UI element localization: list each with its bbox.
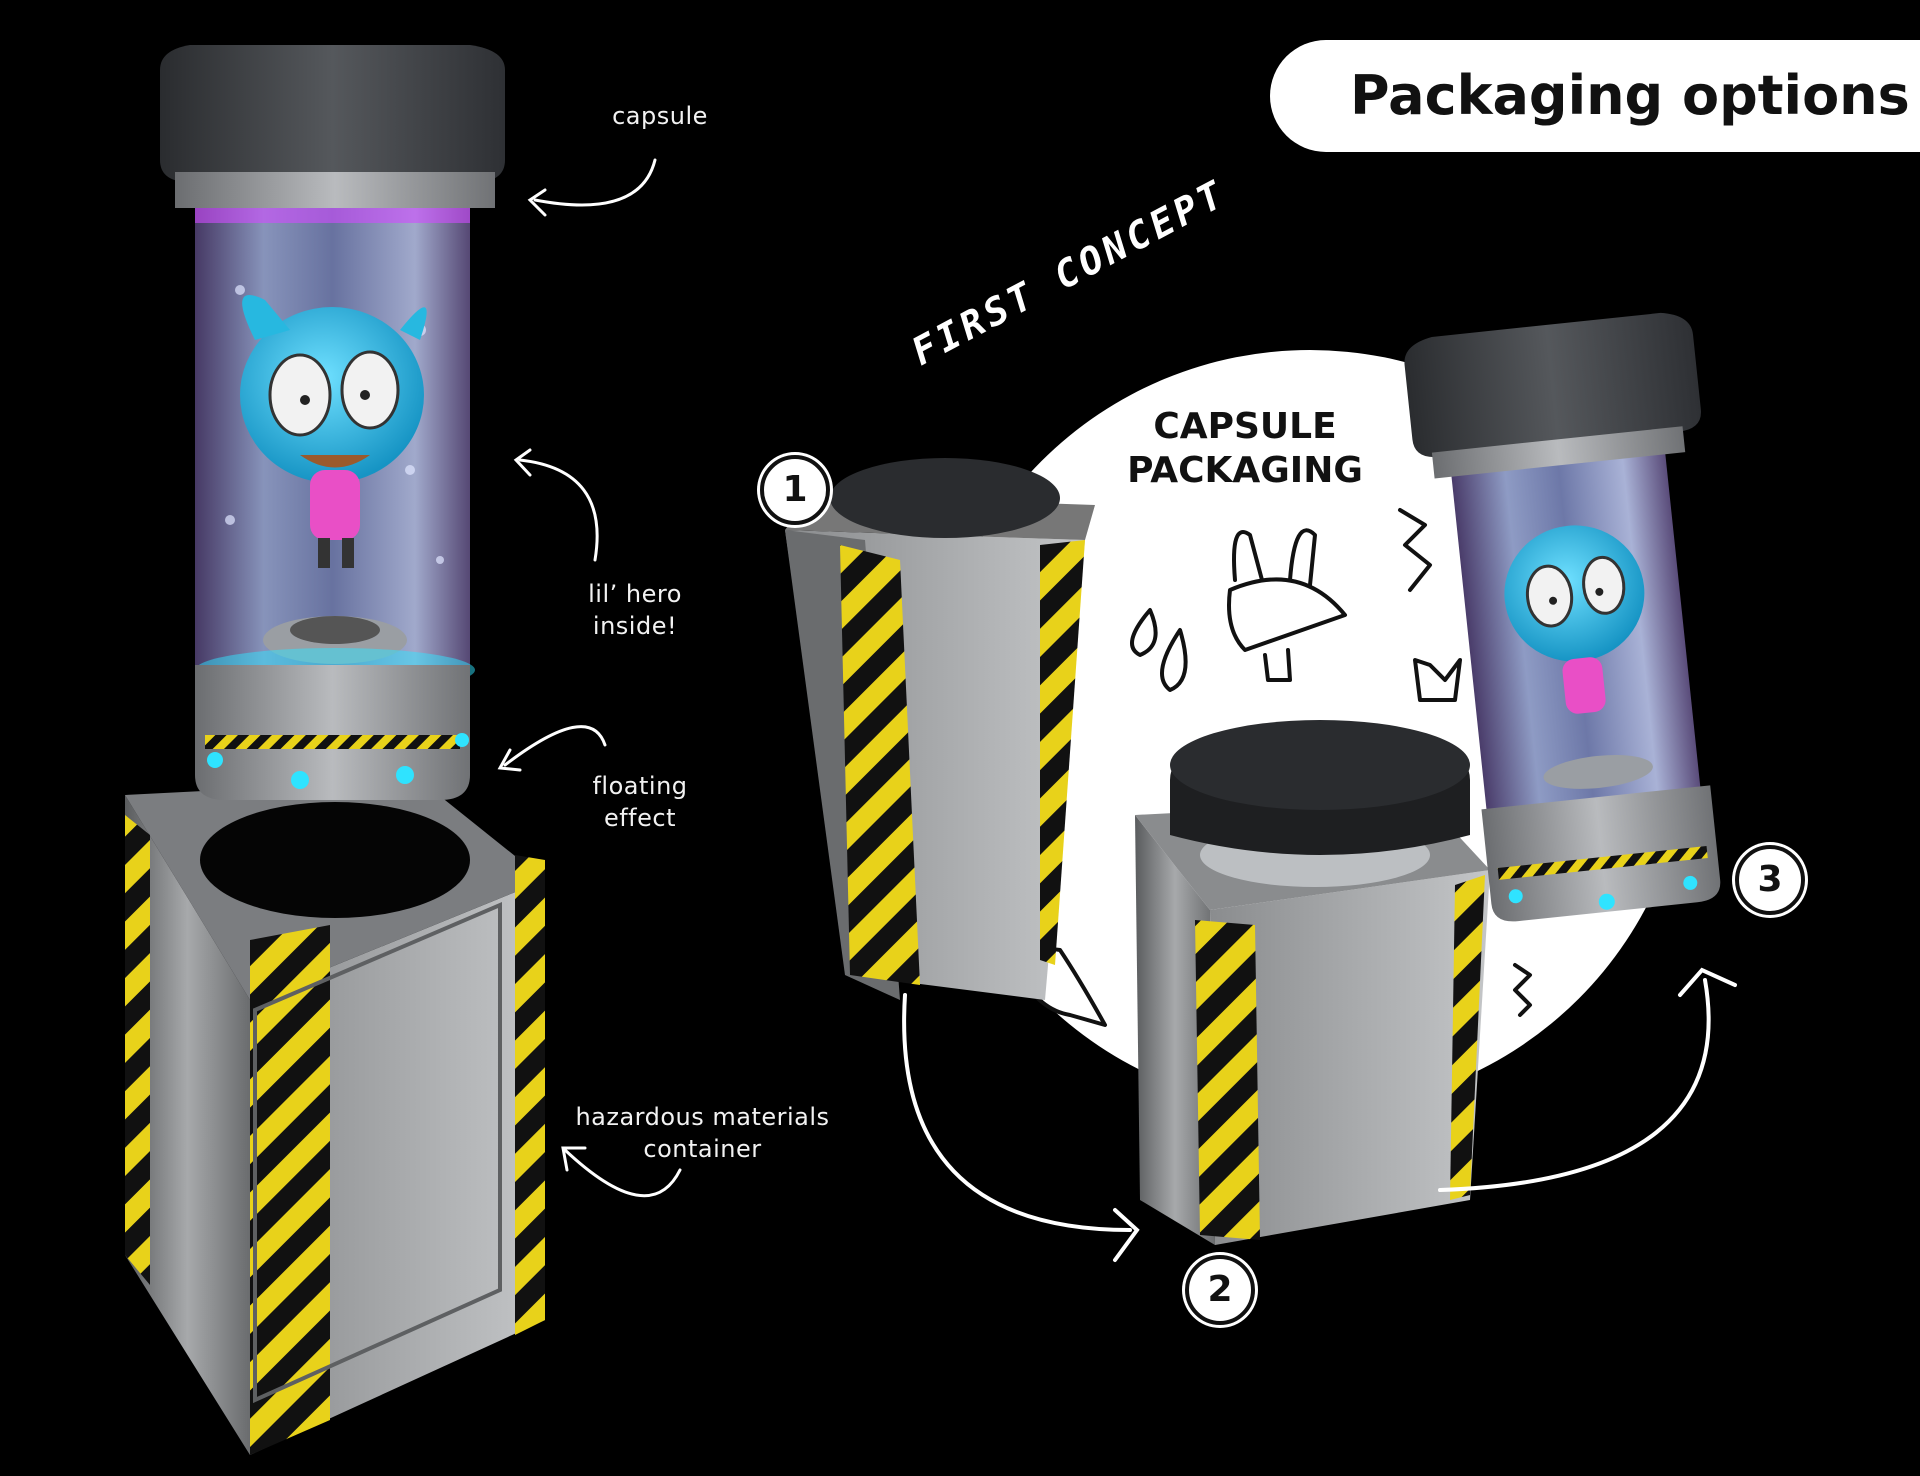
- hazardous-container: [125, 780, 545, 1455]
- page-title: Packaging options: [1350, 64, 1910, 127]
- annotation-container-line2: container: [643, 1135, 762, 1163]
- annotation-arrows: [497, 158, 682, 1198]
- step-badge-3: 3: [1735, 845, 1805, 915]
- capsule-body: [160, 45, 505, 800]
- main-capsule-product: [125, 45, 682, 1455]
- concept-step-1-container: [785, 458, 1095, 1000]
- annotation-floating-line1: floating: [592, 772, 688, 800]
- concept-title-line1: CAPSULE: [1153, 406, 1337, 447]
- flow-arrows: [902, 967, 1737, 1262]
- concept-title-line2: PACKAGING: [1127, 450, 1363, 491]
- step-badge-2: 2: [1185, 1255, 1255, 1325]
- annotation-container-line1: hazardous materials: [575, 1103, 830, 1131]
- step-badge-1: 1: [760, 455, 830, 525]
- bunny-ear-doodle: [1232, 530, 1264, 582]
- annotation-hero-line2: inside!: [592, 612, 678, 640]
- concept-title: CAPSULE PACKAGING: [1115, 405, 1375, 493]
- annotation-floating-line2: effect: [603, 804, 677, 832]
- concept-step-2-container: [1135, 720, 1490, 1245]
- annotation-hero-line1: lil’ hero: [588, 580, 682, 608]
- annotation-capsule: capsule: [612, 102, 708, 130]
- concept-step-3-capsule: [1404, 312, 1721, 922]
- title-banner: [1270, 40, 1920, 152]
